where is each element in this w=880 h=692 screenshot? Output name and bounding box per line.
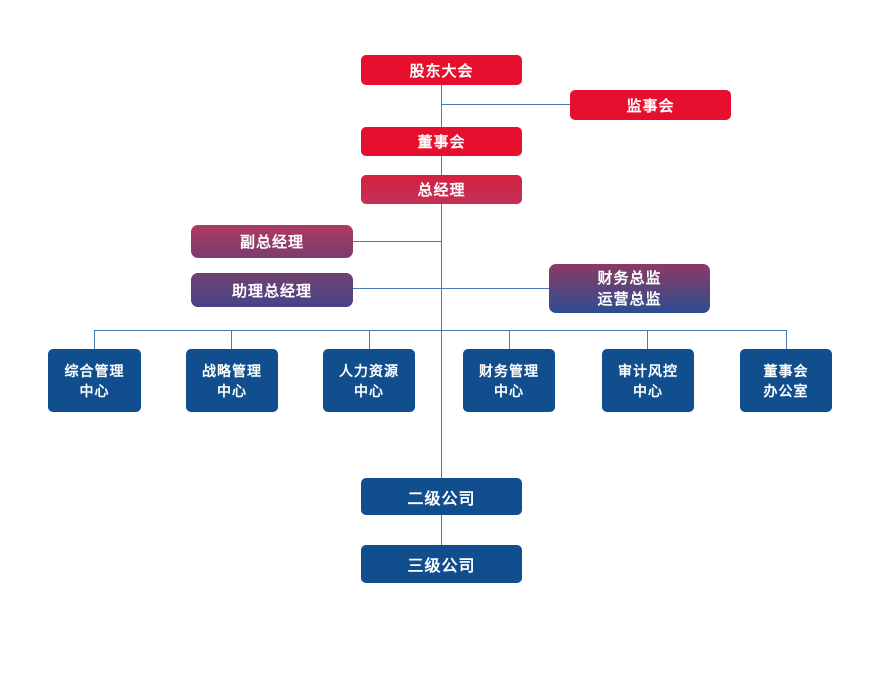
connector-stub-general-admin: [94, 330, 95, 349]
node-finance-center: 财务管理 中心: [463, 349, 555, 412]
node-cfo-coo: 财务总监 运营总监: [549, 264, 710, 313]
node-board-office: 董事会 办公室: [740, 349, 832, 412]
connector-stub-finance: [509, 330, 510, 349]
connector-stub-audit-risk: [647, 330, 648, 349]
connector-tier2-to-tier3: [441, 515, 442, 545]
connector-department-row: [94, 330, 787, 331]
node-board-of-directors: 董事会: [361, 127, 522, 156]
node-general-manager: 总经理: [361, 175, 522, 204]
node-deputy-general-manager: 副总经理: [191, 225, 353, 258]
node-audit-risk-center: 审计风控 中心: [602, 349, 694, 412]
connector-stub-strategy: [231, 330, 232, 349]
connector-stub-board-office: [786, 330, 787, 349]
node-shareholders-meeting: 股东大会: [361, 55, 522, 85]
connector-main-vertical: [441, 85, 442, 478]
node-hr-center: 人力资源 中心: [323, 349, 415, 412]
connector-to-deputy-general-manager: [353, 241, 442, 242]
node-tier3-company: 三级公司: [361, 545, 522, 583]
node-strategy-center: 战略管理 中心: [186, 349, 278, 412]
connector-stub-hr: [369, 330, 370, 349]
node-supervisory-board: 监事会: [570, 90, 731, 120]
connector-to-supervisory-board: [442, 104, 570, 105]
connector-assistant-gm-to-cfo: [353, 288, 549, 289]
node-assistant-general-manager: 助理总经理: [191, 273, 353, 307]
node-general-admin-center: 综合管理 中心: [48, 349, 141, 412]
node-tier2-company: 二级公司: [361, 478, 522, 515]
